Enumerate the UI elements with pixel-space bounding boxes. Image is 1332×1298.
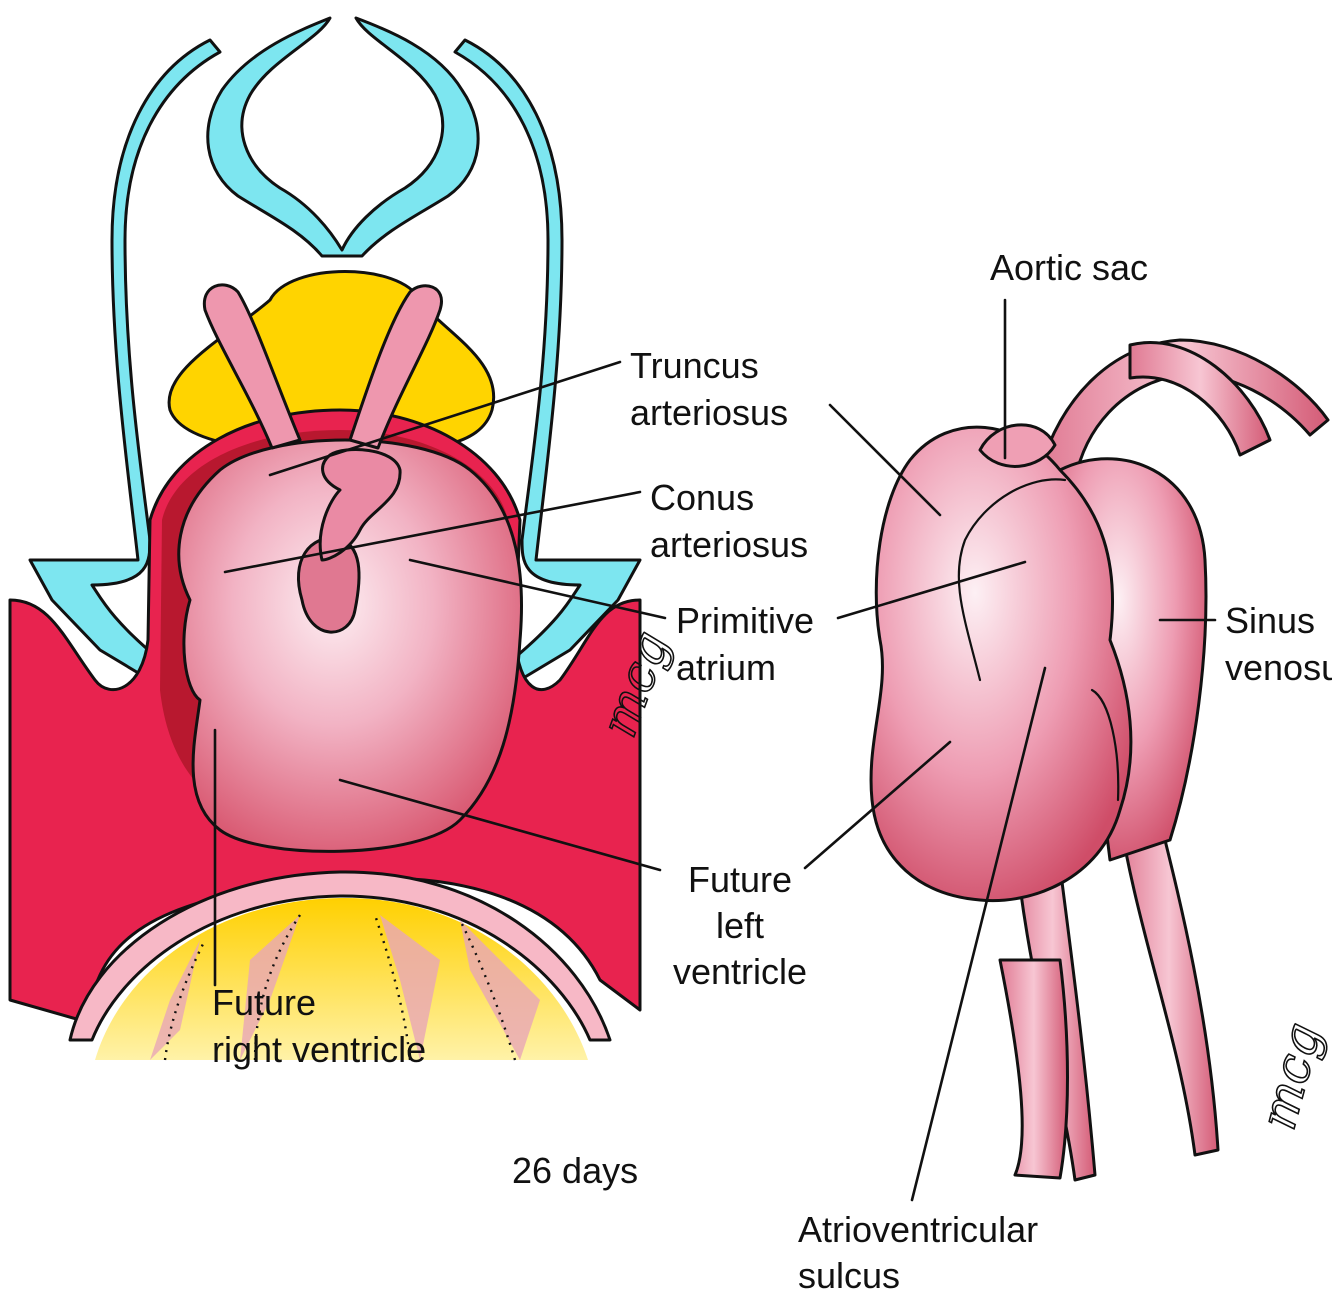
label-conus-1: Conus	[650, 477, 754, 518]
label-truncus-1: Truncus	[630, 345, 759, 386]
signature-right: mcg	[1249, 1017, 1332, 1136]
label-aortic-sac: Aortic sac	[990, 247, 1148, 288]
label-primitive-1: Primitive	[676, 600, 814, 641]
vitelline-vein-right	[1120, 820, 1218, 1155]
label-conus-2: arteriosus	[650, 524, 808, 565]
label-future-right-1: Future	[212, 982, 316, 1023]
lateral-view: mcg	[871, 340, 1332, 1180]
label-future-left-1: Future	[688, 859, 792, 900]
label-av-sulcus-2: sulcus	[798, 1255, 900, 1296]
label-primitive-2: atrium	[676, 647, 776, 688]
neural-fold-outline	[208, 18, 478, 256]
umbilical-vein	[1000, 960, 1068, 1178]
label-sinus-2: venosus	[1225, 647, 1332, 688]
label-future-right-2: right ventricle	[212, 1029, 426, 1070]
label-av-sulcus-1: Atrioventricular	[798, 1209, 1038, 1250]
caption-age: 26 days	[512, 1150, 638, 1191]
label-future-left-3: ventricle	[673, 951, 807, 992]
label-sinus-1: Sinus	[1225, 600, 1315, 641]
label-future-left-2: left	[716, 905, 764, 946]
ventral-view: mcg	[10, 18, 681, 1060]
label-truncus-2: arteriosus	[630, 392, 788, 433]
